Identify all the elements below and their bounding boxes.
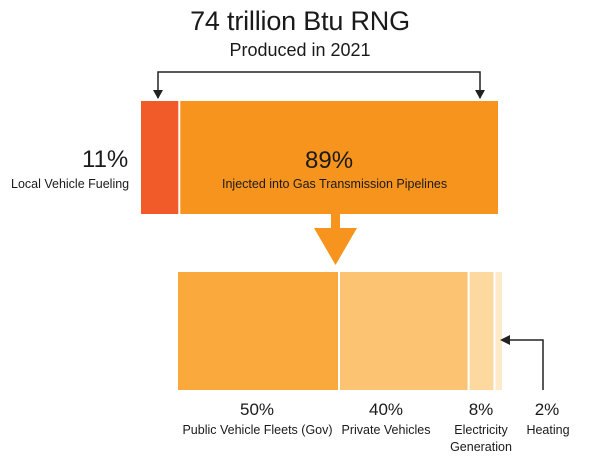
electricity-generation-label: Electricity Generation [450, 423, 512, 454]
local-fueling-label: Local Vehicle Fueling [11, 177, 130, 191]
pipeline-label: Injected into Gas Transmission Pipelines [222, 177, 448, 191]
top-bracket-connector [157, 71, 481, 98]
electricity-generation-percent: 8% [468, 400, 494, 419]
bar-segment-electricity-generation [469, 272, 494, 390]
bar-segment-public-vehicle-fleets-gov [178, 272, 338, 390]
heating-label: Heating [526, 423, 570, 437]
local-fueling-percent: 11% [82, 146, 129, 173]
public-fleets-label: Public Vehicle Fleets (Gov) [182, 423, 333, 437]
heating-percent: 2% [534, 400, 560, 419]
public-fleets-percent: 50% [239, 400, 275, 419]
heating-pointer-connector [508, 339, 544, 390]
top-bracket-arrowhead-right [475, 90, 485, 99]
top-stacked-bar [141, 101, 499, 214]
pipeline-percent: 89% [305, 147, 354, 174]
bar-segment-private-vehicles [340, 272, 468, 390]
flow-arrow-head [314, 228, 357, 265]
chart-title: 74 trillion Btu RNG [190, 6, 410, 36]
top-bracket-arrowhead-left [153, 90, 163, 99]
bar-segment-local-vehicle-fueling [141, 101, 179, 214]
chart-subtitle: Produced in 2021 [229, 40, 371, 60]
bottom-stacked-bar [178, 272, 502, 390]
heating-pointer-arrowhead [500, 335, 510, 345]
flow-arrow-shaft [331, 214, 340, 232]
private-vehicles-percent: 40% [368, 400, 404, 419]
bar-segment-heating [495, 272, 502, 390]
private-vehicles-label: Private Vehicles [341, 423, 431, 437]
bar-segment-injected-into-gas-transmission-pipelines [180, 101, 499, 214]
